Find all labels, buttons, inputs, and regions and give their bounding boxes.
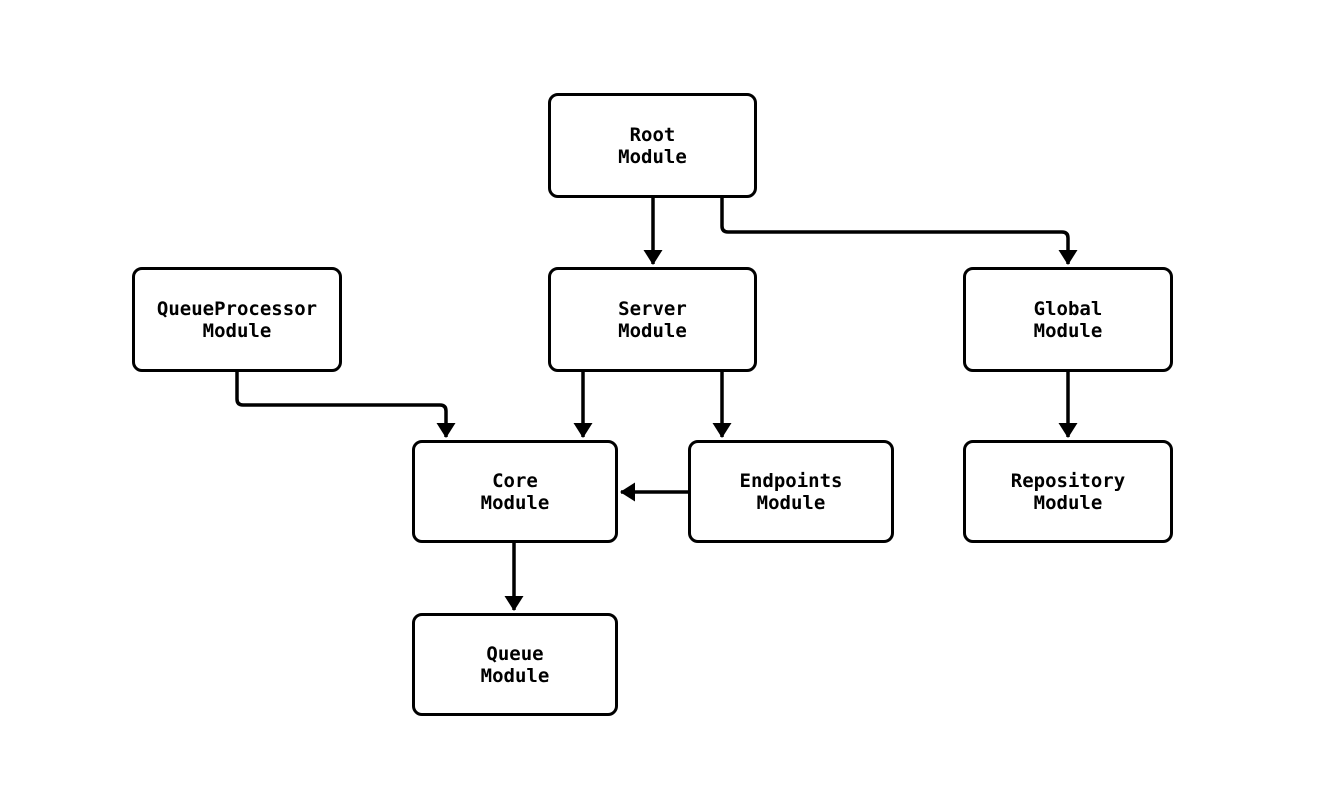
node-core-module: Core Module: [412, 440, 618, 543]
node-queue-module: Queue Module: [412, 613, 618, 716]
node-root-module: Root Module: [548, 93, 757, 198]
node-core-module-label: Core Module: [480, 469, 550, 514]
node-endpoints-module: Endpoints Module: [688, 440, 894, 543]
node-queue-module-label: Queue Module: [480, 642, 550, 687]
node-server-module: Server Module: [548, 267, 757, 372]
edge-queueprocessor-to-core: [235, 372, 456, 438]
node-queueprocessor-module: QueueProcessor Module: [132, 267, 342, 372]
node-queueprocessor-module-label: QueueProcessor Module: [156, 297, 318, 342]
node-root-module-label: Root Module: [618, 123, 687, 168]
node-global-module: Global Module: [963, 267, 1173, 372]
node-repository-module-label: Repository Module: [1010, 469, 1126, 514]
node-global-module-label: Global Module: [1033, 297, 1103, 342]
node-repository-module: Repository Module: [963, 440, 1173, 543]
node-server-module-label: Server Module: [618, 297, 687, 342]
node-endpoints-module-label: Endpoints Module: [739, 469, 843, 514]
edge-root-to-global: [720, 198, 1078, 265]
